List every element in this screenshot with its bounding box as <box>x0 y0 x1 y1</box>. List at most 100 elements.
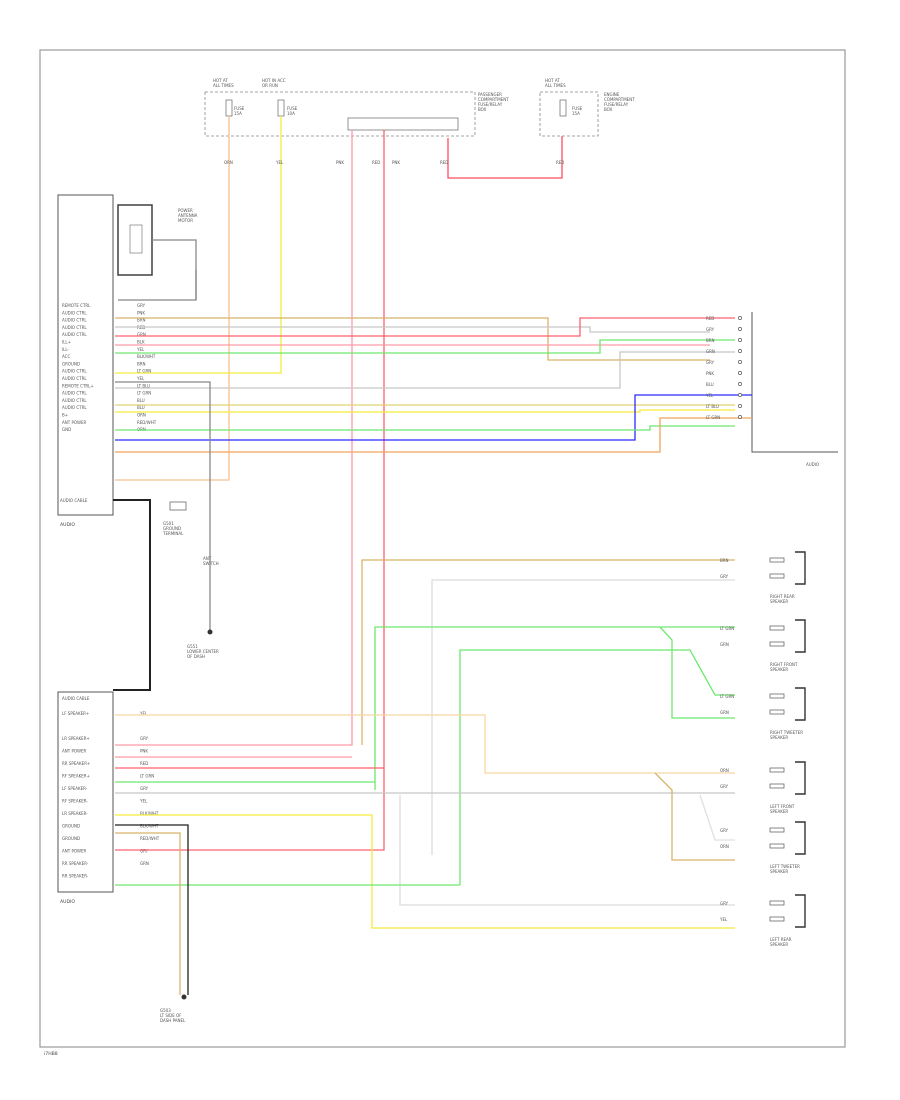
upper-pin-0: REMOTE CTRL <box>62 303 91 308</box>
top-wire-label-5: RED <box>440 160 448 165</box>
lower-pin-4: RR SPEAKER+ <box>62 761 90 766</box>
right-upper-connector: AUDIO <box>751 312 838 467</box>
top-wire-labels: ORN YEL PNK RED PNK RED RED <box>224 160 564 165</box>
right-terminal-9 <box>738 415 742 419</box>
lower-wire-label-9: BLK/WHT <box>140 824 159 829</box>
fuse-b <box>277 99 285 117</box>
right-wire-label-5: PNK <box>706 371 714 376</box>
right-wire-label-6: BLU <box>706 382 714 387</box>
upper-pin-3: AUDIO CTRL <box>62 325 87 330</box>
speaker-1-wire-0: LT GRN <box>720 626 734 631</box>
lower-pin-0: LF SPEAKER+ <box>62 711 89 716</box>
audio-unit-upper-cable: AUDIO CABLE <box>60 498 88 503</box>
upper-pin-10: AUDIO CTRL <box>62 376 87 381</box>
top-wire-label-0: ORN <box>224 160 233 165</box>
audio-unit-lower: AUDIO AUDIO CABLE <box>57 691 114 905</box>
upper-pin-4: AUDIO CTRL <box>62 332 87 337</box>
right-wire-label-9: LT GRN <box>706 415 720 420</box>
lower-wire-label-11: GRY <box>140 849 149 854</box>
wire-harness <box>115 116 752 995</box>
top-wire-label-6: RED <box>556 160 564 165</box>
speaker-3-wire-1: GRY <box>720 784 729 789</box>
speaker-0-wire-0: BRN <box>720 558 729 563</box>
upper-pin-7: ACC <box>62 354 70 359</box>
wire-yellow-fuse-b <box>115 116 282 374</box>
top-wire-label-4: PNK <box>392 160 400 165</box>
right-terminal-7 <box>738 393 742 397</box>
lower-pin-2: LR SPEAKER+ <box>62 736 90 741</box>
lower-wire-label-2: GRY <box>140 736 149 741</box>
speaker-2-wire-1: GRN <box>720 710 729 715</box>
upper-wire-label-4: GRN <box>137 332 146 337</box>
speaker-4-wire-0: GRY <box>720 828 729 833</box>
right-upper-label: AUDIO <box>806 462 819 467</box>
speaker-5-wire-0: GRY <box>720 901 729 906</box>
right-terminal-2 <box>738 338 742 342</box>
speaker-2-wire-0: LT GRN <box>720 694 734 699</box>
right-wire-label-0: RED <box>706 316 714 321</box>
upper-wire-label-5: BLK <box>137 340 145 345</box>
right-wire-label-2: BRN <box>706 338 715 343</box>
lower-pin-10: GROUND <box>62 836 80 841</box>
top-wire-label-1: YEL <box>275 160 284 165</box>
upper-pin-12: AUDIO CTRL <box>62 391 87 396</box>
wire-red-trunk <box>115 130 385 851</box>
lower-pin-11: ANT POWER <box>62 849 86 854</box>
top-wire-label-3: RED <box>372 160 380 165</box>
upper-wire-label-15: ORN <box>137 413 146 418</box>
upper-wire-label-0: GRY <box>137 303 146 308</box>
lower-pin-12: RR SPEAKER- <box>62 861 89 866</box>
upper-wire-label-14: BLU <box>137 405 145 410</box>
audio-unit-upper-label: AUDIO <box>60 522 75 528</box>
top-wire-label-2: PNK <box>336 160 344 165</box>
upper-wire-label-12: LT GRN <box>137 391 151 396</box>
wire-pink-trunk <box>115 130 353 746</box>
upper-pin-9: AUDIO CTRL <box>62 369 87 374</box>
right-wire-label-4: GRY <box>706 360 715 365</box>
speaker-0-wire-1: GRY <box>720 574 729 579</box>
wire-orange-fuse-a <box>115 116 230 481</box>
footer-code: i7HB8 <box>44 1051 58 1057</box>
upper-wire-label-2: BRN <box>137 318 146 323</box>
speaker-1-wire-1: GRN <box>720 642 729 647</box>
upper-wire-label-1: PNK <box>137 310 145 315</box>
right-terminal-4 <box>738 360 742 364</box>
lower-wire-label-10: RED/WHT <box>140 836 160 841</box>
lower-wire-label-4: RED <box>140 761 148 766</box>
right-wire-label-3: GRN <box>706 349 715 354</box>
junction-bus <box>347 117 459 131</box>
right-terminal-3 <box>738 349 742 353</box>
lower-pin-5: RF SPEAKER+ <box>62 774 90 779</box>
upper-wire-label-9: LT GRN <box>137 369 151 374</box>
upper-pin-15: B+ <box>62 413 68 418</box>
right-wire-label-7: YEL <box>705 393 714 398</box>
fuse-a <box>225 99 233 117</box>
upper-wire-label-10: YEL <box>136 376 145 381</box>
lower-pin-8: LR SPEAKER- <box>62 811 88 816</box>
upper-wire-label-13: BLU <box>137 398 145 403</box>
wire-red-battery <box>447 136 563 179</box>
lower-wire-label-12: GRN <box>140 861 149 866</box>
lower-pin-9: GROUND <box>62 824 80 829</box>
upper-pin-14: AUDIO CTRL <box>62 405 87 410</box>
right-wire-label-1: GRY <box>706 327 715 332</box>
upper-pin-17: GND <box>62 427 71 432</box>
audio-cable-link <box>113 499 151 691</box>
